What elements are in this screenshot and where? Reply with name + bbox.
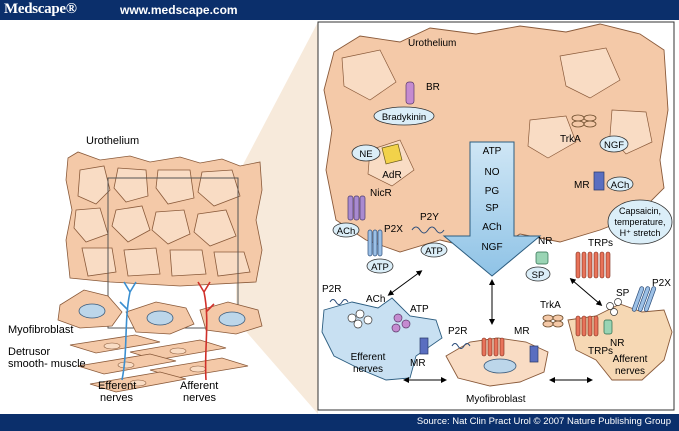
mr-efferent-receptor-icon — [419, 337, 429, 355]
sp-aff-label: SP — [616, 288, 630, 299]
release-item: PG — [485, 186, 500, 197]
br-label: BR — [426, 82, 440, 93]
afferent-label-2: nerves — [615, 366, 645, 377]
ach-efferent-label: ACh — [366, 294, 385, 305]
stimuli-line-1: Capsaicin, — [619, 206, 661, 216]
afferent-nerve-line — [197, 281, 215, 381]
trps-aff-label: TRPs — [588, 346, 613, 357]
release-item: NGF — [481, 242, 502, 253]
trka-top-label: TrkA — [560, 134, 581, 145]
trps-top-label: TRPs — [588, 238, 613, 249]
trka-aff-label: TrkA — [540, 300, 561, 311]
p2r-myo-label: P2R — [448, 326, 467, 337]
medscape-logo: Medscape® — [4, 1, 77, 17]
trka-receptor-icon — [571, 114, 597, 128]
trka-aff-receptor-icon — [542, 314, 564, 328]
release-arrow — [442, 141, 542, 277]
ach-left-label: ACh — [337, 226, 355, 237]
mr-top-receptor-icon — [593, 171, 605, 191]
overview-efferent-label-2: nerves — [100, 392, 134, 404]
trps-top-receptor-icon — [575, 251, 611, 279]
p2r-left-label: P2R — [322, 284, 341, 295]
overview-detrusor-label-2: smooth- muscle — [8, 358, 86, 370]
sp-top-label: SP — [532, 270, 545, 281]
myofibroblast-label: Myofibroblast — [466, 394, 526, 405]
p2x-receptor-icon — [367, 229, 383, 257]
detail-urothelium-label: Urothelium — [408, 38, 456, 49]
stimuli-line-3: H⁺ stretch — [620, 228, 661, 238]
source-credit: Source: Nat Clin Pract Urol © 2007 Natur… — [416, 416, 671, 427]
atp-p2y-label: ATP — [425, 246, 443, 257]
nr-aff-label: NR — [610, 338, 624, 349]
release-item: SP — [485, 203, 499, 214]
trps-aff-receptor-icon — [575, 315, 599, 337]
overview-myofibroblast-label: Myofibroblast — [8, 324, 73, 336]
release-items: ATP NO PG SP ACh NGF — [481, 146, 502, 253]
atp-left-label: ATP — [371, 262, 389, 273]
overview-afferent-label-2: nerves — [183, 392, 217, 404]
mr-myo-label: MR — [514, 326, 530, 337]
ne-label: NE — [359, 149, 372, 160]
afferent-label-1: Afferent — [613, 354, 648, 365]
p2r-left-receptor-icon — [329, 299, 349, 305]
efferent-label-1: Efferent — [351, 352, 386, 363]
efferent-nerve-line — [119, 281, 137, 381]
ngf-top-label: NGF — [604, 140, 624, 151]
footer-bar: Source: Nat Clin Pract Urol © 2007 Natur… — [0, 414, 679, 431]
bladder-signaling-diagram: Urothelium Myofibroblast Detrusor smooth… — [8, 21, 675, 414]
detail-panel: ATP NO PG SP ACh NGF Urothelium BR Brady… — [317, 21, 675, 411]
p2x-aff-label: P2X — [652, 278, 671, 289]
adr-receptor-icon — [381, 143, 403, 165]
release-item: NO — [485, 167, 500, 178]
overview-urothelium-label: Urothelium — [86, 135, 139, 147]
bradykinin-label: Bradykinin — [382, 112, 426, 123]
atp-efferent-label: ATP — [410, 304, 429, 315]
header-bar: Medscape® www.medscape.com — [0, 0, 679, 20]
p2x-aff-receptor-icon — [631, 286, 657, 312]
ach-top-label: ACh — [611, 180, 629, 191]
stimuli-bubble — [607, 199, 673, 245]
p2y-label: P2Y — [420, 212, 439, 223]
nr-top-label: NR — [538, 236, 552, 247]
nicr-label: NicR — [370, 188, 392, 199]
nicr-receptor-icon — [347, 195, 366, 221]
p2r-myo-receptor-icon — [451, 343, 471, 349]
interaction-arrows — [387, 270, 603, 383]
p2x-left-label: P2X — [384, 224, 403, 235]
br-receptor-icon — [405, 81, 415, 105]
nr-aff-receptor-icon — [603, 319, 613, 335]
release-item: ATP — [483, 146, 502, 157]
nr-top-receptor-icon — [535, 251, 549, 265]
myo-trps-icon — [481, 337, 505, 357]
p2y-receptor-icon — [411, 226, 445, 234]
overview-efferent-label-1: Efferent — [98, 380, 136, 392]
mr-top-label: MR — [574, 180, 590, 191]
release-item: ACh — [482, 222, 501, 233]
overview-panel: Urothelium Myofibroblast Detrusor smooth… — [8, 135, 263, 404]
overview-afferent-label-1: Afferent — [180, 380, 218, 392]
efferent-label-2: nerves — [353, 364, 383, 375]
mr-myo-receptor-icon — [529, 345, 539, 363]
stimuli-line-2: temperature, — [614, 217, 665, 227]
arrow-urothelium-efferent — [387, 270, 423, 296]
site-url[interactable]: www.medscape.com — [120, 3, 238, 17]
arrow-urothelium-afferent — [569, 278, 603, 306]
mr-efferent-label: MR — [410, 358, 426, 369]
adr-label: AdR — [382, 170, 401, 181]
overview-detrusor-label-1: Detrusor — [8, 346, 51, 358]
